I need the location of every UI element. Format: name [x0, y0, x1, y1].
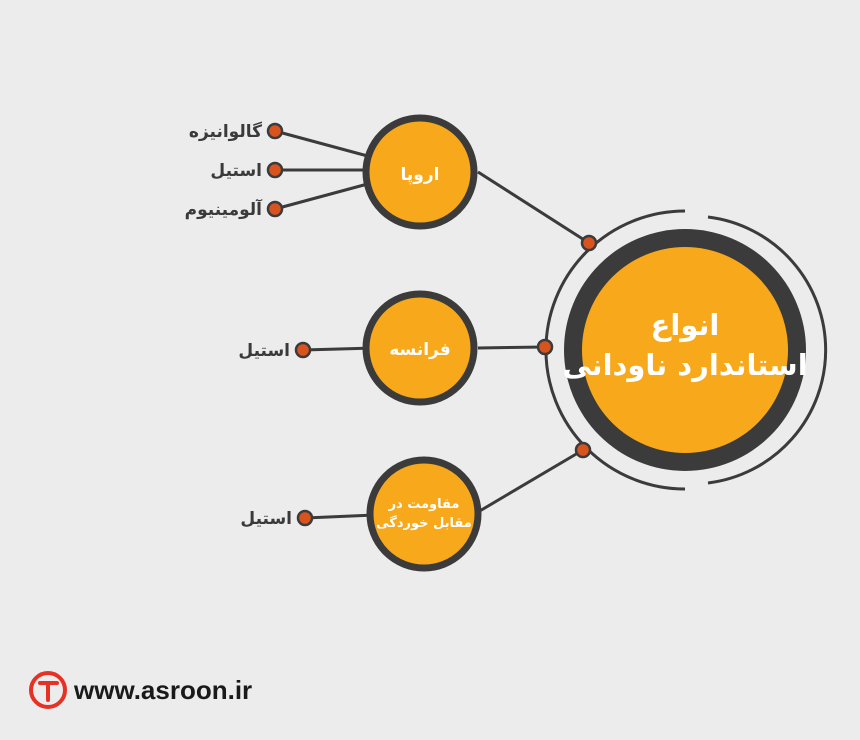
connector-dot [574, 441, 592, 459]
leaf-dot [266, 122, 284, 140]
logo-icon-glyph [38, 681, 59, 702]
leaf-dot [266, 200, 284, 218]
leaf-label-steel: استیل [238, 341, 290, 361]
center-right-arc [707, 215, 828, 485]
branch-node-corrosion [366, 456, 482, 572]
logo-icon [29, 671, 67, 709]
leaf-line [274, 129, 376, 160]
leaf-label-galvanized: گالوانیزه [189, 121, 262, 142]
branch-node-europe [362, 114, 478, 230]
center-title-line1: انواع [651, 308, 720, 342]
center-title-line2: استاندارد ناودانی [562, 348, 807, 382]
branch-label-corrosion-line1: مقاومت در [388, 497, 460, 512]
branch-node-france [362, 290, 478, 406]
leaf-line [304, 513, 376, 520]
asroon-logo [29, 671, 67, 709]
leaf-line [274, 180, 376, 211]
branch-label-europe: اروپا [401, 165, 440, 185]
website-url[interactable]: www.asroon.ir [73, 675, 252, 705]
leaf-label-steel: استیل [210, 161, 262, 181]
branch-label-corrosion-line2: مقابل خوردگی [376, 515, 472, 531]
connector-dot [580, 234, 598, 252]
connector-dot [536, 338, 554, 356]
leaf-dot [296, 509, 314, 527]
center-node [582, 247, 788, 453]
leaf-label-aluminum: آلومینیوم [185, 198, 264, 220]
connector-line [477, 448, 584, 514]
connector-line [477, 170, 590, 245]
leaf-dot [266, 161, 284, 179]
connector-line [477, 345, 546, 350]
branch-label-france: فرانسه [389, 340, 451, 360]
leaf-dot [294, 341, 312, 359]
leaf-label-steel: استیل [240, 509, 292, 529]
